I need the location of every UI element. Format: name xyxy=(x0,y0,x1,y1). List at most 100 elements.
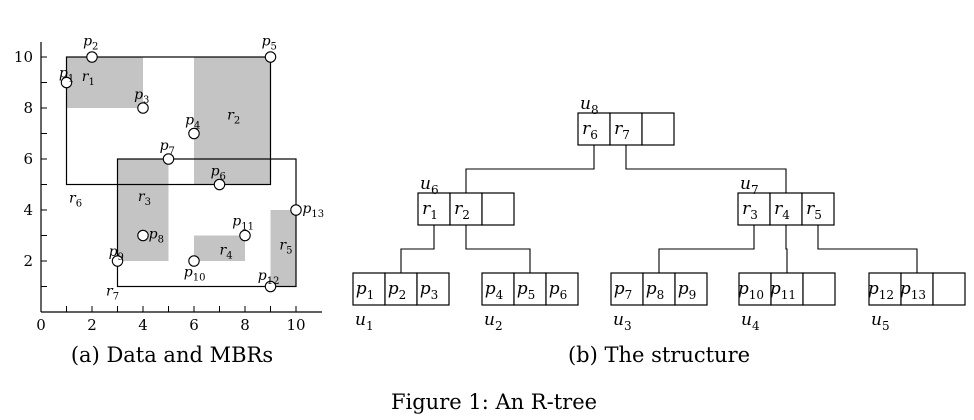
node-u8-slot-2 xyxy=(641,112,675,146)
figure-caption: Figure 1: An R-tree xyxy=(391,390,597,414)
point-p6 xyxy=(213,178,226,191)
entry-p12: p12 xyxy=(868,279,894,302)
entry-p5: p5 xyxy=(517,279,536,302)
node-u8-slot-1 xyxy=(609,112,643,146)
entry-r3: r3 xyxy=(742,199,758,222)
label-u4: u4 xyxy=(741,310,760,333)
label-u3: u3 xyxy=(613,310,632,333)
edge-u7-u4 xyxy=(785,225,788,273)
node-u4-slot-2 xyxy=(802,272,836,306)
entry-p9: p9 xyxy=(678,279,697,302)
entry-p1: p1 xyxy=(356,279,375,302)
label-p1: p1 xyxy=(59,65,74,84)
y-tick-label: 6 xyxy=(23,150,33,168)
label-p3: p3 xyxy=(134,87,149,106)
label-r3: r3 xyxy=(138,189,151,208)
left-panel-caption: (a) Data and MBRs xyxy=(71,343,273,367)
label-r4: r4 xyxy=(220,243,233,262)
label-u7: u7 xyxy=(740,174,759,197)
entry-r6: r6 xyxy=(582,119,598,142)
x-tick-label: 4 xyxy=(138,316,148,334)
node-u6-slot-1 xyxy=(449,192,483,226)
x-tick-label: 2 xyxy=(87,316,97,334)
edge-u6-u1 xyxy=(400,225,435,273)
node-u1: p1 p2 p3 u1 xyxy=(352,272,450,333)
entry-p4: p4 xyxy=(485,279,504,302)
label-r5: r5 xyxy=(279,238,292,257)
node-u8: r6 r7 u8 xyxy=(577,94,675,146)
entry-r5: r5 xyxy=(806,199,822,222)
node-u6: r1 r2 u6 xyxy=(417,174,515,226)
right-panel-caption: (b) The structure xyxy=(568,343,750,367)
entry-p11: p11 xyxy=(770,279,796,302)
node-u2-slot-0 xyxy=(481,272,515,306)
edge-u7-u5 xyxy=(817,225,918,273)
y-tick-label: 8 xyxy=(23,99,33,117)
label-r6: r6 xyxy=(69,190,82,209)
mbr-r3 xyxy=(117,159,169,261)
node-u4-slot-1 xyxy=(770,272,804,306)
node-u3-slot-1 xyxy=(642,272,676,306)
entry-p10: p10 xyxy=(738,279,764,302)
mbr-r2 xyxy=(194,57,271,185)
label-u1: u1 xyxy=(355,310,374,333)
node-u4-slot-0 xyxy=(738,272,772,306)
edge-u6-u2 xyxy=(465,225,531,273)
point-p5 xyxy=(264,51,277,63)
point-p12 xyxy=(264,280,277,293)
edge-u7-u3 xyxy=(658,225,755,273)
label-u8: u8 xyxy=(580,94,599,117)
node-u5-slot-1 xyxy=(900,272,934,306)
node-u7-slot-0 xyxy=(737,192,771,226)
entry-r1: r1 xyxy=(422,199,438,222)
x-tick-label: 8 xyxy=(240,316,250,334)
node-u1-slot-0 xyxy=(352,272,386,306)
mbr-r5 xyxy=(270,210,296,287)
node-u2-slot-2 xyxy=(545,272,579,306)
point-p13 xyxy=(290,204,302,216)
label-p11: p11 xyxy=(232,213,254,232)
label-u5: u5 xyxy=(871,310,890,333)
y-tick-label: 4 xyxy=(23,201,33,219)
mbr-r7 xyxy=(116,158,297,288)
node-u5-slot-2 xyxy=(932,272,966,306)
point-p3 xyxy=(137,102,149,114)
label-r7: r7 xyxy=(106,283,119,302)
label-p8: p8 xyxy=(149,227,164,246)
label-p9: p9 xyxy=(109,244,124,263)
y-tick-label: 10 xyxy=(14,48,33,66)
node-u4: p10 p11 u4 xyxy=(738,272,836,333)
point-p7 xyxy=(162,153,175,165)
entry-p7: p7 xyxy=(614,279,633,302)
point-p10 xyxy=(188,255,200,267)
entry-r7: r7 xyxy=(614,119,630,142)
mbr-r1 xyxy=(66,57,143,108)
label-p13: p13 xyxy=(302,201,324,220)
point-p9 xyxy=(111,255,124,267)
entry-r2: r2 xyxy=(454,199,470,222)
point-p11 xyxy=(239,229,251,242)
label-p12: p12 xyxy=(258,268,280,287)
label-u2: u2 xyxy=(484,310,503,333)
entry-p3: p3 xyxy=(420,279,439,302)
label-p2: p2 xyxy=(83,34,98,53)
label-u6: u6 xyxy=(420,174,439,197)
entry-r4: r4 xyxy=(774,199,790,222)
entry-p2: p2 xyxy=(388,279,407,302)
point-p8 xyxy=(137,229,149,242)
node-u2-slot-1 xyxy=(513,272,547,306)
edge-u8-u7 xyxy=(625,145,787,193)
edge-u8-u6 xyxy=(465,145,595,193)
label-r2: r2 xyxy=(227,107,240,126)
label-p4: p4 xyxy=(185,113,200,132)
x-tick-label: 10 xyxy=(286,316,305,334)
point-p1 xyxy=(60,76,73,89)
label-p5: p5 xyxy=(262,34,277,53)
label-p6: p6 xyxy=(211,164,226,183)
label-r1: r1 xyxy=(82,69,95,88)
